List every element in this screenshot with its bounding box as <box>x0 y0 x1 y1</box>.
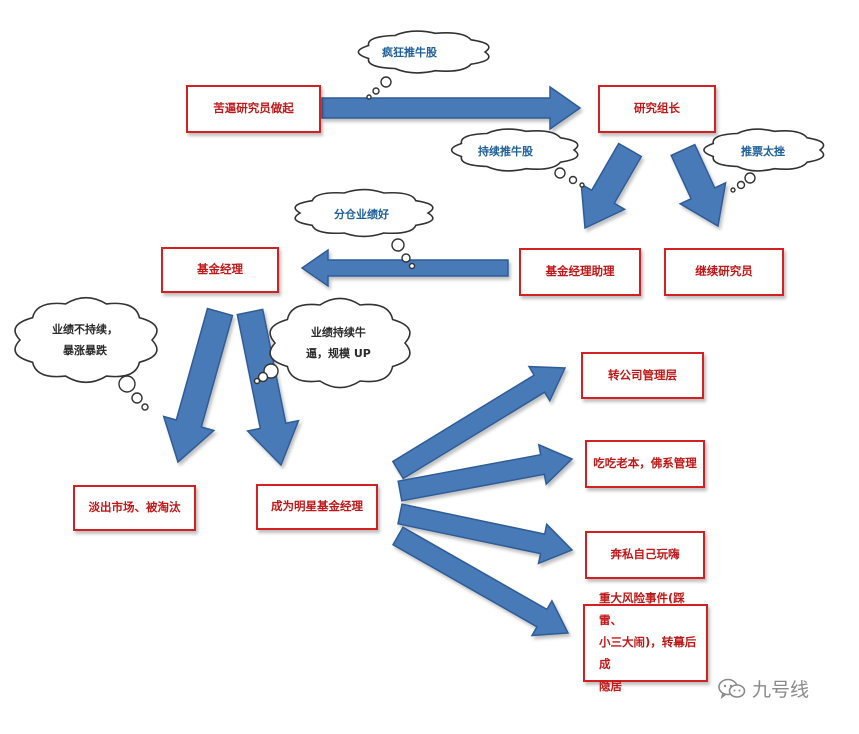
bubble-text-keep-bull: 持续推牛股 <box>478 145 533 158</box>
cloud-bad-picks-dot-3 <box>730 187 736 193</box>
node-coasting: 吃吃老本，佛系管理 <box>585 440 705 488</box>
cloud-keep-bull <box>450 128 585 188</box>
node-fund-manager: 基金经理 <box>161 247 279 293</box>
cloud-bad-picks-shape <box>703 128 825 172</box>
node-junior-researcher: 苦逼研究员做起 <box>186 85 321 133</box>
bubble-text-sustained: 业绩持续牛 逼，规模 UP <box>306 326 371 360</box>
cloud-crazy-bull-shape <box>357 30 490 74</box>
bubble-text-crazy-bull: 疯狂推牛股 <box>382 46 437 59</box>
cloud-keep-bull-dot-1 <box>554 167 566 179</box>
cloud-crazy-bull-dot-3 <box>366 94 372 100</box>
cloud-sustained-dot-3 <box>253 377 261 385</box>
node-major-risk: 重大风险事件(踩雷、 小三大闹)，转幕后成 隐居 <box>583 591 708 693</box>
node-continue-researcher: 继续研究员 <box>664 248 784 296</box>
arrow-fund-manager-to-exit <box>162 307 234 464</box>
cloud-crazy-bull-dot-1 <box>380 76 392 88</box>
cloud-unsustained-shape <box>14 296 158 384</box>
arrow-assistant-to-fund-manager <box>300 248 509 288</box>
cloud-crazy-bull-dot-2 <box>372 87 380 95</box>
cloud-keep-bull-shape <box>450 128 579 172</box>
cloud-sub-performance-dot-2 <box>401 253 411 263</box>
cloud-sub-performance-dot-1 <box>391 238 405 252</box>
cloud-keep-bull-dot-3 <box>579 182 585 188</box>
cloud-sustained-dot-2 <box>257 371 269 383</box>
arrow-star-to-private <box>397 503 574 565</box>
cloud-crazy-bull <box>357 30 490 100</box>
cloud-sustained-shape <box>269 297 411 389</box>
node-exit-market: 淡出市场、被淘汰 <box>73 485 196 531</box>
watermark-text: 九号线 <box>752 679 810 701</box>
cloud-sub-performance <box>294 188 434 270</box>
node-management: 转公司管理层 <box>581 352 704 399</box>
arrow-fund-manager-to-star <box>236 308 300 467</box>
node-private-fund: 奔私自己玩嗨 <box>585 531 705 579</box>
bubble-text-unsustained: 业绩不持续， 暴涨暴跌 <box>52 323 118 357</box>
cloud-unsustained-dot-1 <box>118 375 136 393</box>
cloud-keep-bull-dot-2 <box>568 175 578 185</box>
arrow-star-to-major-risk <box>391 526 570 637</box>
watermark: 九号线 <box>718 675 809 702</box>
cloud-sub-performance-shape <box>294 188 434 238</box>
flow-arrows <box>162 85 727 637</box>
cloud-unsustained-dot-3 <box>141 403 149 411</box>
arrow-leader-to-continue <box>670 143 727 228</box>
cloud-sustained <box>253 297 411 389</box>
node-research-leader: 研究组长 <box>598 85 716 133</box>
cloud-bad-picks-dot-1 <box>744 172 756 184</box>
thought-bubbles <box>14 30 825 411</box>
cloud-unsustained <box>14 296 158 411</box>
cloud-bad-picks-dot-2 <box>736 180 746 190</box>
wechat-icon <box>718 678 746 699</box>
arrow-leader-to-assistant <box>580 142 643 230</box>
arrow-researcher-to-leader <box>321 85 582 131</box>
node-assistant-fund-manager: 基金经理助理 <box>519 248 641 296</box>
arrow-star-to-management <box>391 365 567 480</box>
cloud-bad-picks <box>703 128 825 193</box>
arrow-star-to-coasting <box>397 443 574 502</box>
bubble-text-sub-performance: 分仓业绩好 <box>334 208 389 221</box>
node-star-fund-manager: 成为明星基金经理 <box>256 484 378 530</box>
cloud-unsustained-dot-2 <box>131 392 143 404</box>
cloud-sub-performance-dot-3 <box>408 262 416 270</box>
bubble-text-bad-picks: 推票太挫 <box>741 145 785 158</box>
